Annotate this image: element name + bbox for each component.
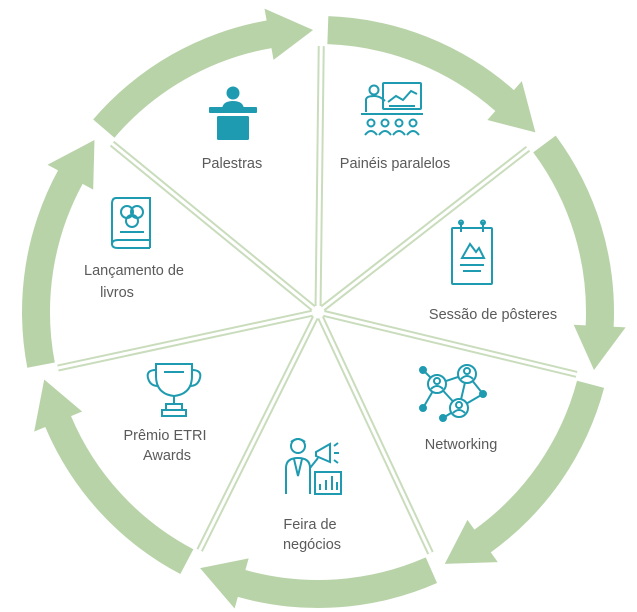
- segment-divider-gap: [111, 142, 315, 310]
- podium-speaker-icon: [209, 86, 257, 140]
- segment-label-feira-de-negocios: Feira de negócios: [283, 517, 341, 553]
- segment-divider-gap: [319, 316, 432, 554]
- businessman-megaphone-icon: [285, 438, 342, 495]
- ring-arrow-segment: [93, 8, 314, 138]
- segment-label-paineis-paralelos: Painéis paralelos: [340, 156, 450, 172]
- ring-arrow-segment: [200, 557, 438, 609]
- book-icon: [110, 197, 151, 249]
- segment-divider-gap: [323, 311, 577, 376]
- segment-sessao-de-posteres: Sessão de pôsteres: [429, 219, 557, 323]
- segment-divider-gap: [316, 46, 323, 307]
- segment-label-networking: Networking: [425, 437, 498, 453]
- ring-arrow-segment: [444, 380, 605, 564]
- segment-divider-gap: [57, 311, 313, 370]
- segment-divider-gap: [198, 316, 317, 551]
- segment-label-premio-etri-awards: Prêmio ETRI Awards: [123, 428, 210, 464]
- segment-networking: Networking: [419, 364, 498, 453]
- segment-divider-gap: [321, 147, 529, 310]
- ring-arrow-segment: [22, 140, 95, 368]
- segment-label-palestras: Palestras: [202, 156, 262, 172]
- ring-arrow-segment: [327, 16, 536, 133]
- ring-arrow-segment: [533, 135, 626, 370]
- presentation-audience-icon: [361, 82, 423, 136]
- segment-paineis-paralelos: Painéis paralelos: [340, 82, 450, 172]
- segment-palestras: Palestras: [202, 86, 262, 172]
- segment-lancamento-de-livros: Lançamento de livros: [84, 197, 188, 301]
- hanging-poster-icon: [451, 219, 493, 285]
- segment-feira-de-negocios: Feira de negócios: [283, 438, 342, 553]
- people-network-icon: [419, 364, 487, 422]
- segment-label-lancamento-de-livros: Lançamento de livros: [84, 263, 188, 301]
- ring-arrow-segment: [34, 379, 194, 575]
- segment-dividers: [57, 45, 578, 555]
- ring-arrows: [22, 8, 626, 609]
- trophy-icon: [146, 363, 202, 417]
- segment-premio-etri-awards: Prêmio ETRI Awards: [123, 363, 210, 464]
- segment-label-sessao-de-posteres: Sessão de pôsteres: [429, 307, 557, 323]
